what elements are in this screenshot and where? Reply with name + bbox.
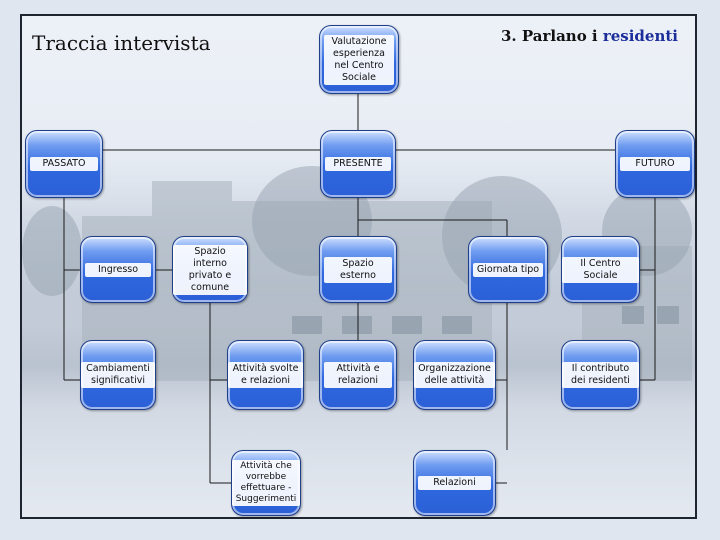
- node-label: Il Centro Sociale: [562, 256, 639, 283]
- window-shape: [342, 316, 372, 334]
- node-spazio-esterno: Spazio esterno: [319, 236, 397, 303]
- node-label: Attività svolte e relazioni: [228, 362, 303, 388]
- node-giornata-tipo: Giornata tipo: [468, 236, 548, 303]
- node-label: PRESENTE: [324, 157, 392, 171]
- node-relazioni: Relazioni: [413, 450, 496, 516]
- node-attivita-relazioni: Attività e relazioni: [319, 340, 397, 410]
- page-title: Traccia intervista: [32, 31, 211, 55]
- node-label: Organizzazione delle attività: [414, 362, 495, 388]
- window-shape: [292, 316, 322, 334]
- node-spazio-interno: Spazio interno privato e comune: [172, 236, 248, 303]
- node-attivita-vorrebbe: Attività che vorrebbe effettuare - Sugge…: [231, 450, 301, 516]
- node-label: Giornata tipo: [473, 262, 543, 277]
- node-passato: PASSATO: [25, 130, 103, 198]
- node-label: Relazioni: [418, 476, 491, 490]
- tree-shape: [22, 206, 82, 296]
- node-cambiamenti: Cambiamenti significativi: [80, 340, 156, 410]
- node-presente: PRESENTE: [320, 130, 396, 198]
- window-shape: [657, 306, 679, 324]
- window-shape: [442, 316, 472, 334]
- node-label: Spazio interno privato e comune: [173, 244, 247, 295]
- page-subtitle: 3. Parlano i residenti: [501, 27, 678, 45]
- window-shape: [392, 316, 422, 334]
- node-label: Valutazione esperienza nel Centro Social…: [324, 34, 394, 85]
- node-valutazione: Valutazione esperienza nel Centro Social…: [319, 25, 399, 94]
- node-label: FUTURO: [620, 157, 690, 171]
- node-label: Ingresso: [84, 262, 152, 277]
- subtitle-prefix: 3. Parlano i: [500, 27, 603, 45]
- node-label: Il contributo dei residenti: [562, 362, 639, 388]
- node-centro-sociale: Il Centro Sociale: [561, 236, 640, 303]
- node-label: Cambiamenti significativi: [81, 362, 155, 388]
- node-label: Attività che vorrebbe effettuare - Sugge…: [232, 460, 300, 506]
- node-ingresso: Ingresso: [80, 236, 156, 303]
- node-organizzazione: Organizzazione delle attività: [413, 340, 496, 410]
- window-shape: [622, 306, 644, 324]
- node-contributo: Il contributo dei residenti: [561, 340, 640, 410]
- node-label: Attività e relazioni: [323, 362, 393, 388]
- node-label: Spazio esterno: [323, 256, 393, 283]
- node-futuro: FUTURO: [615, 130, 695, 198]
- subtitle-accent: residenti: [602, 27, 678, 45]
- node-label: PASSATO: [29, 157, 99, 171]
- node-attivita-svolte: Attività svolte e relazioni: [227, 340, 304, 410]
